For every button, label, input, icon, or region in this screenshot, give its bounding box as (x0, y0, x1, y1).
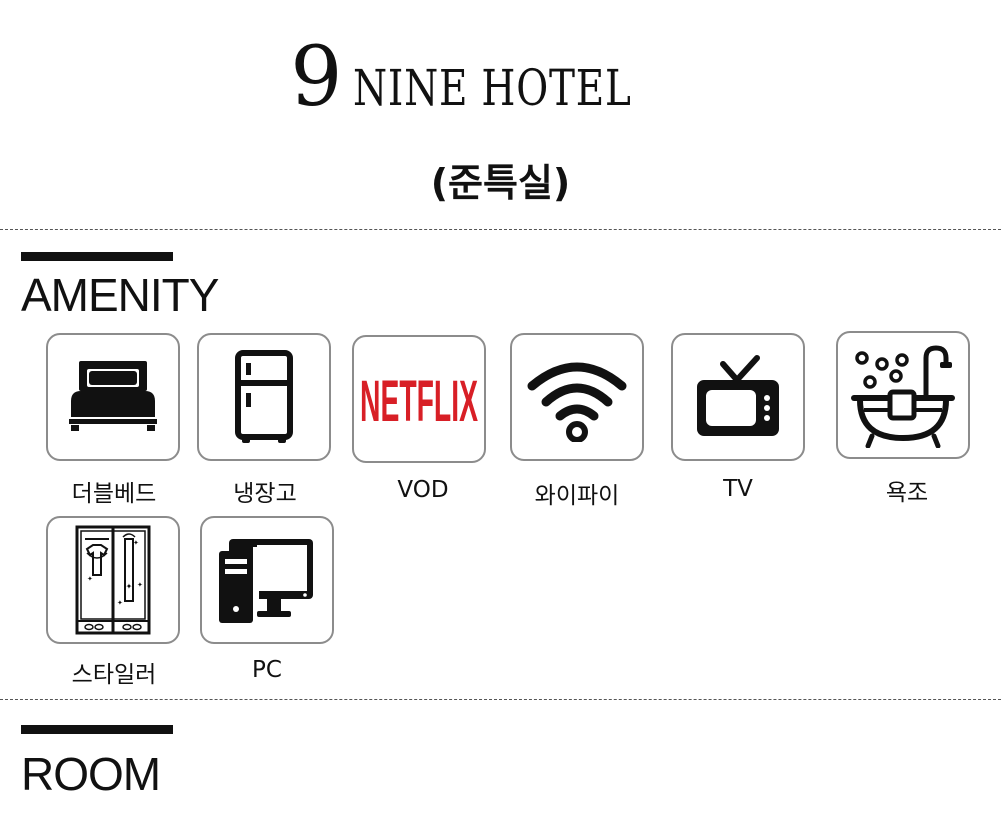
amenity-label: PC (252, 657, 282, 683)
section-bar (21, 252, 173, 261)
clothes-styler-icon: ✦ ✦ ✦ ✦ ✦ (75, 525, 151, 635)
amenity-tile-vod: NETFLIX (352, 335, 486, 463)
svg-text:✦: ✦ (126, 582, 133, 591)
double-bed-icon (69, 361, 157, 431)
logo-text: NINE HOTEL (353, 59, 633, 117)
room-section-title: ROOM (21, 748, 161, 800)
amenity-tile-wifi (510, 333, 644, 461)
netflix-logo-text: NETFLIX (360, 369, 478, 434)
amenity-tile-bathtub (836, 331, 970, 459)
divider (0, 229, 1001, 230)
amenity-label: 와이파이 (534, 483, 620, 509)
logo-number: 9 (290, 30, 343, 125)
amenity-label: 냉장고 (233, 481, 297, 507)
amenity-tile-pc (200, 516, 334, 644)
amenity-section-title: AMENITY (21, 269, 219, 321)
refrigerator-icon (235, 350, 293, 443)
section-bar (21, 725, 173, 734)
svg-text:✦: ✦ (117, 599, 123, 607)
room-type-title: (준특실) (430, 161, 571, 205)
svg-text:✦: ✦ (133, 539, 139, 547)
hotel-logo: 9 NINE HOTEL (0, 30, 1001, 125)
svg-text:✦: ✦ (137, 581, 143, 589)
amenity-tile-styler: ✦ ✦ ✦ ✦ ✦ (46, 516, 180, 644)
amenity-label: VOD (397, 477, 449, 503)
svg-text:✦: ✦ (87, 575, 93, 583)
bathtub-icon (851, 345, 955, 448)
amenity-label: 스타일러 (71, 662, 157, 688)
amenity-tile-bed (46, 333, 180, 461)
tv-icon (697, 355, 779, 436)
desktop-pc-icon (219, 539, 313, 623)
amenity-label: 욕조 (885, 480, 929, 506)
amenity-tile-tv (671, 333, 805, 461)
wifi-icon (527, 362, 627, 442)
netflix-logo: NETFLIX (360, 369, 478, 434)
amenity-tile-fridge (197, 333, 331, 461)
divider (0, 699, 1001, 700)
amenity-label: 더블베드 (71, 481, 157, 507)
amenity-label: TV (723, 476, 753, 502)
